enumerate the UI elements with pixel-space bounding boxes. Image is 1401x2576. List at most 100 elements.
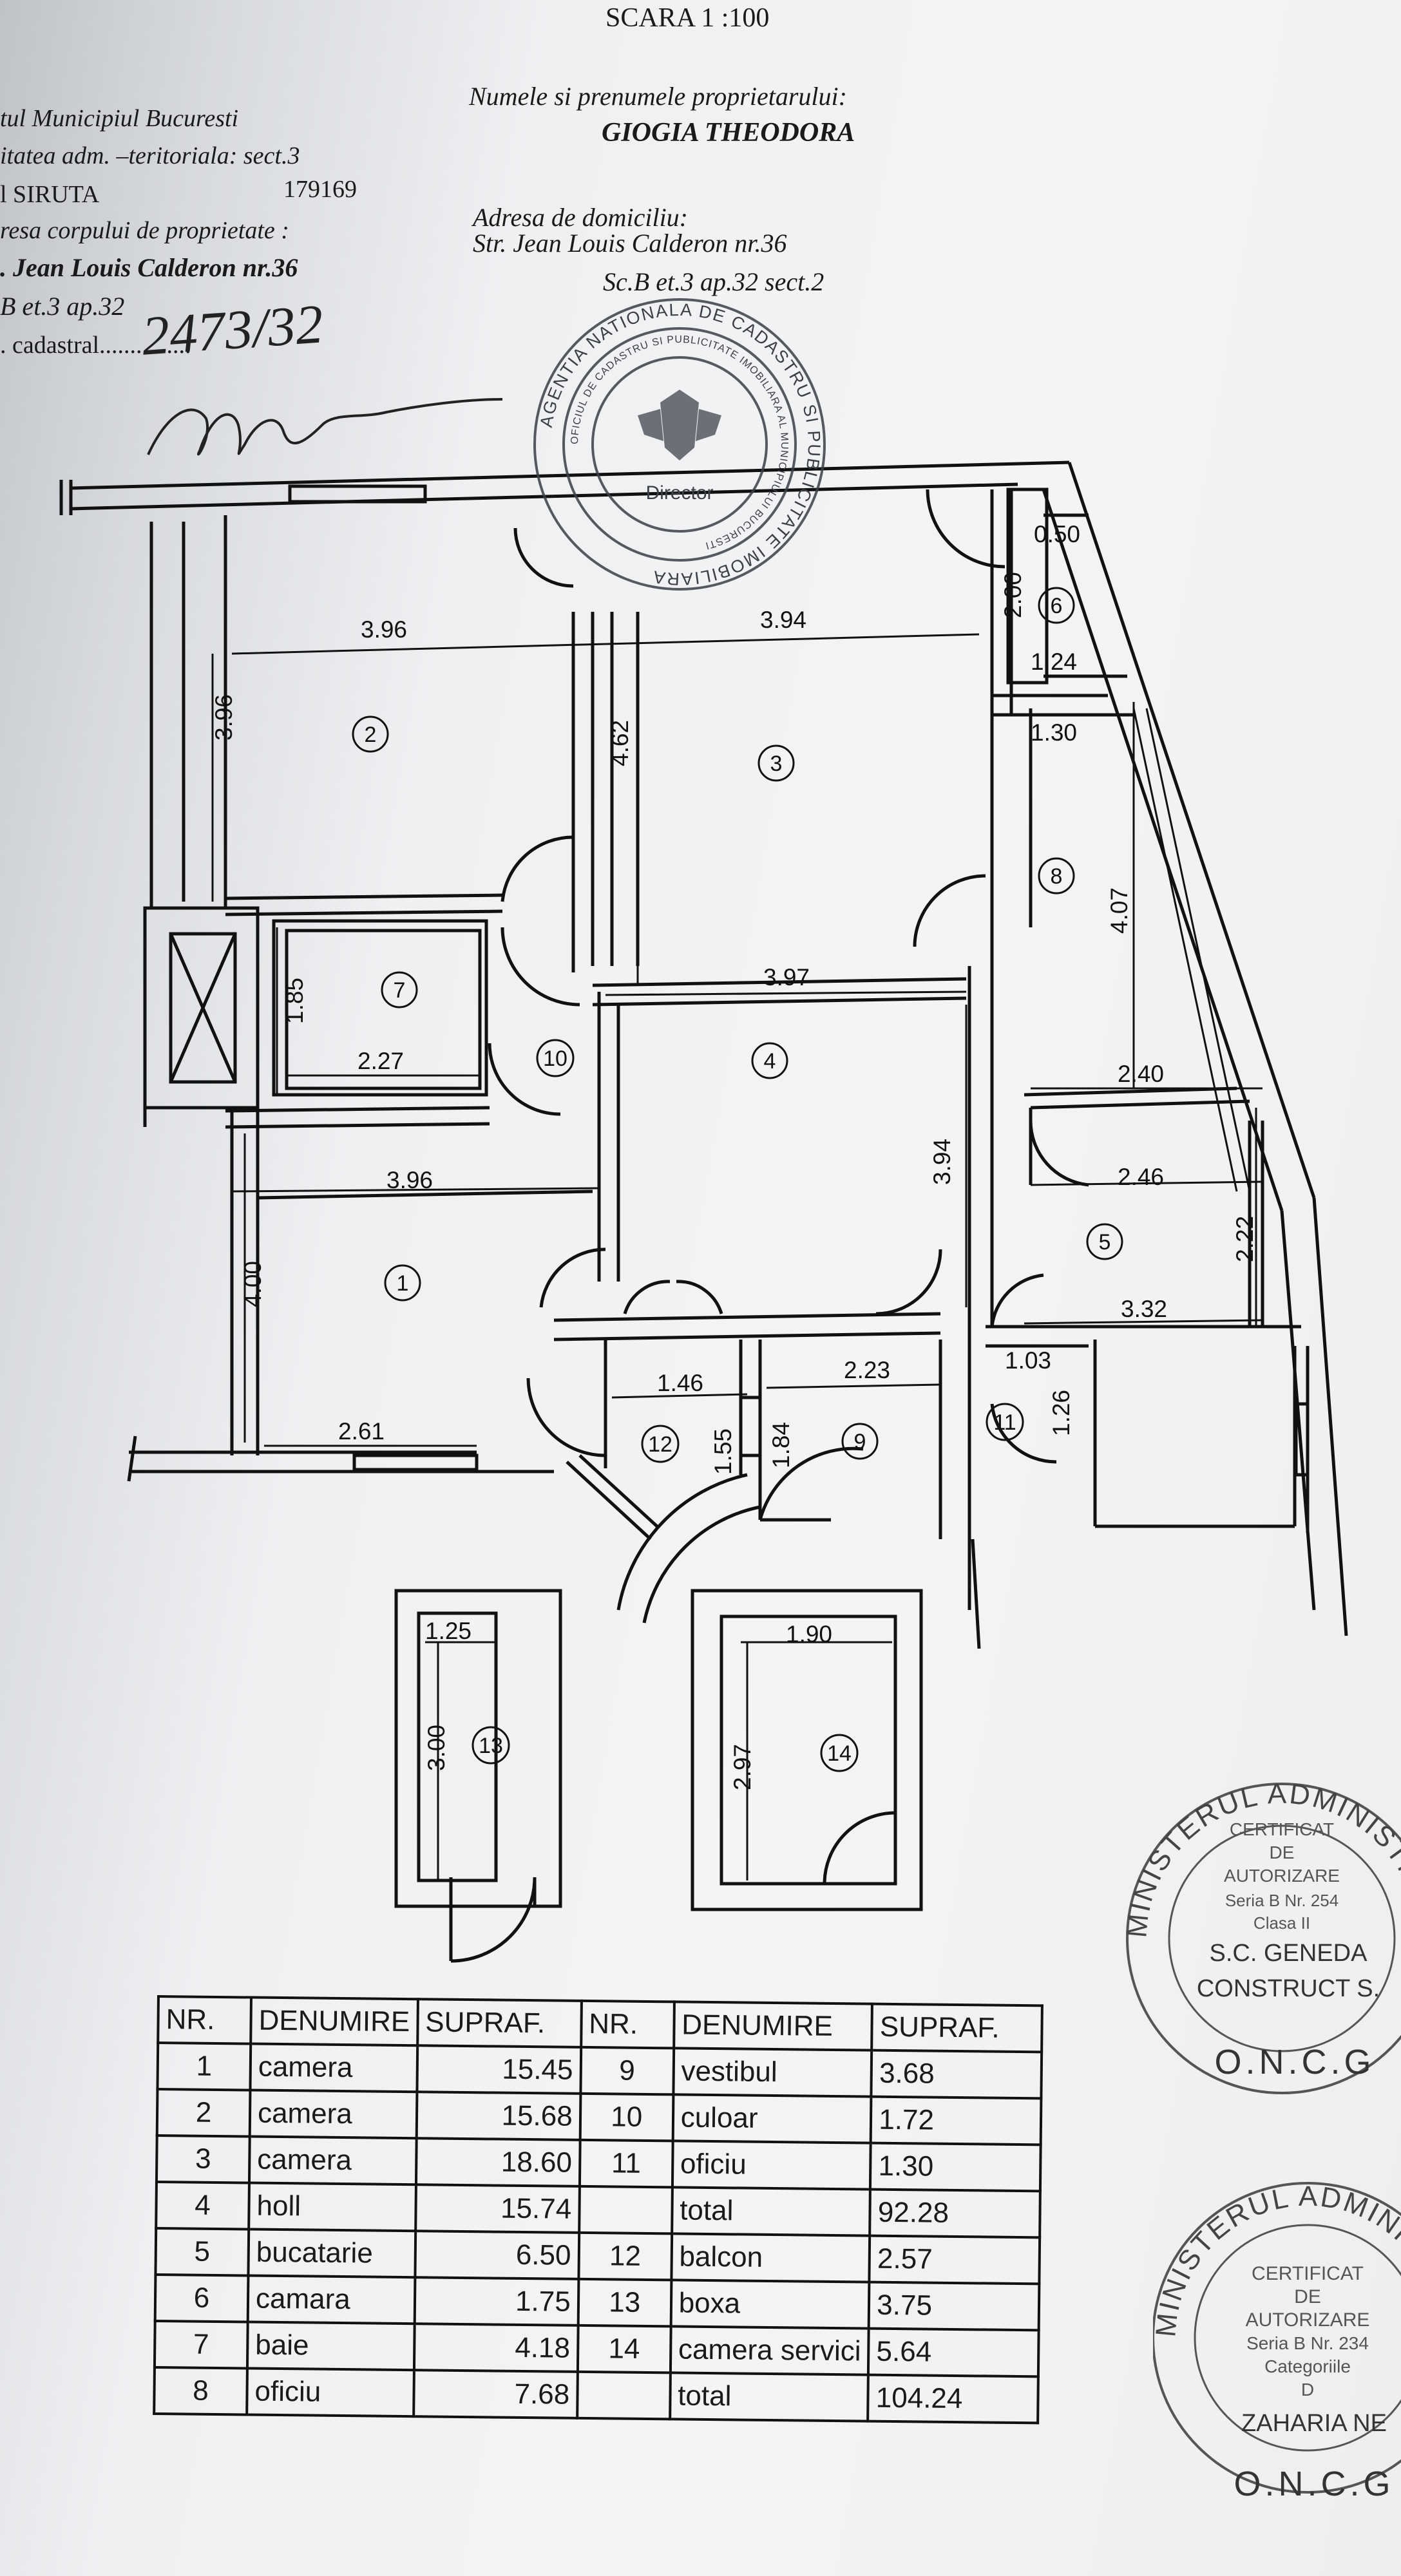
cert2-line-2: DE	[1294, 2286, 1321, 2307]
col-area-1: SUPRAF.	[417, 1999, 582, 2047]
header-left-line-2: itatea adm. –teritoriala: sect.3	[0, 142, 300, 169]
dim-storage14-length: 2.97	[729, 1744, 756, 1790]
address-line-2: Sc.B et.3 ap.32 sect.2	[603, 267, 824, 296]
cell: oficiu	[672, 2141, 871, 2190]
room-marker-6: 6	[1038, 587, 1075, 624]
dim-hall-length: 3.94	[929, 1139, 955, 1185]
area-table: NR. DENUMIRE SUPRAF. NR. DENUMIRE SUPRAF…	[153, 1995, 1044, 2424]
cert2-line-4: Seria B Nr. 234	[1246, 2333, 1369, 2353]
cert1-line-2: DE	[1270, 1842, 1295, 1862]
cell: 15.68	[416, 2092, 581, 2140]
cell: 7.68	[413, 2370, 578, 2418]
cell: 5	[155, 2228, 249, 2276]
header-left-line-3: l SIRUTA	[0, 181, 100, 208]
room-number-7: 7	[394, 978, 406, 1003]
owner-label: Numele si prenumele proprietarului:	[469, 82, 847, 111]
room-marker-12: 12	[641, 1425, 680, 1463]
dim-room8-length: 4.07	[1106, 887, 1132, 934]
room-number-9: 9	[854, 1430, 866, 1454]
room-number-1: 1	[397, 1271, 409, 1296]
dim-balcony-width: 1.46	[657, 1370, 703, 1396]
owner-name: GIOGIA THEODORA	[602, 118, 855, 147]
room-number-13: 13	[479, 1734, 503, 1758]
cert1-line-1: CERTIFICAT	[1230, 1819, 1334, 1839]
dim-room1-width: 3.96	[386, 1167, 433, 1193]
col-nr-1: NR.	[158, 1996, 251, 2044]
dim-room3-width: 3.94	[760, 607, 806, 633]
dim-room7-width: 2.27	[357, 1048, 404, 1074]
cert1-line-8: O.N.C.G	[1214, 2043, 1375, 2081]
cell: total	[669, 2372, 869, 2421]
cell: 10	[580, 2093, 674, 2141]
header-left-line-6: B et.3 ap.32	[0, 292, 125, 321]
ancpi-stamp: AGENTIA NATIONALA DE CADASTRU SI PUBLICI…	[533, 298, 826, 591]
room-number-4: 4	[764, 1049, 776, 1074]
cell: boxa	[671, 2280, 870, 2329]
certificate-stamp-2: MINISTERUL ADMINISTR CERTIFICAT DE AUTOR…	[1153, 2181, 1401, 2503]
cell: 1.30	[870, 2143, 1041, 2192]
room-marker-13: 13	[472, 1726, 510, 1765]
dim-room2-length: 3.96	[211, 694, 237, 741]
dim-vestibule-width: 2.23	[844, 1357, 890, 1383]
cell: 13	[578, 2278, 672, 2327]
signature	[147, 398, 503, 456]
room-marker-4: 4	[751, 1042, 788, 1079]
dim-kitchen-length: 2.22	[1232, 1216, 1258, 1262]
room-number-2: 2	[365, 723, 377, 747]
dim-office11-length: 1.26	[1048, 1390, 1074, 1436]
cell: balcon	[671, 2233, 870, 2282]
room-marker-11: 11	[986, 1403, 1024, 1441]
dim-room8-width: 1.30	[1031, 719, 1077, 746]
cell: 14	[577, 2325, 671, 2373]
room-marker-10: 10	[536, 1039, 575, 1077]
cell: total	[671, 2187, 871, 2236]
cell: bucatarie	[248, 2229, 415, 2278]
cell: 18.60	[415, 2138, 580, 2186]
room-number-11: 11	[993, 1410, 1016, 1435]
col-name-1: DENUMIRE	[251, 1997, 418, 2046]
dim-room1-bottom: 2.61	[338, 1418, 385, 1444]
dim-kitchen-bottom: 3.32	[1121, 1296, 1167, 1322]
col-nr-2: NR.	[580, 2000, 674, 2049]
room-marker-14: 14	[820, 1734, 859, 1772]
room-marker-5: 5	[1086, 1223, 1123, 1260]
cell: 12	[578, 2232, 672, 2280]
cell: 5.64	[868, 2328, 1039, 2377]
dim-vestibule-length: 1.84	[768, 1422, 794, 1468]
cell: camera servici	[670, 2326, 869, 2375]
cert1-line-5: Clasa II	[1253, 1913, 1310, 1933]
room-marker-3: 3	[758, 744, 795, 782]
dim-room3-length: 4.62	[607, 720, 633, 766]
cell: vestibul	[673, 2048, 872, 2097]
room-marker-7: 7	[381, 971, 418, 1009]
cell: 9	[580, 2047, 674, 2095]
cell: oficiu	[247, 2368, 414, 2417]
header-left-line-4: resa corpului de proprietate :	[0, 217, 289, 244]
dim-storage14-width: 1.90	[786, 1621, 832, 1647]
dim-pantry-length: 2.00	[1000, 572, 1026, 618]
cell: 92.28	[870, 2189, 1041, 2238]
cell: 11	[579, 2139, 673, 2188]
table-row: 8 oficiu 7.68 total 104.24	[154, 2367, 1039, 2423]
siruta-code: 179169	[283, 176, 357, 203]
address-line-1: Str. Jean Louis Calderon nr.36	[473, 229, 787, 258]
cell: camera	[249, 2136, 417, 2185]
cell: 8	[154, 2367, 247, 2415]
cell: 6	[155, 2274, 249, 2322]
cert1-line-6: S.C. GENEDA	[1210, 1940, 1368, 1967]
cell	[577, 2371, 671, 2420]
cell: camera	[250, 2043, 417, 2092]
cell: holl	[249, 2183, 416, 2231]
cell: 6.50	[415, 2231, 579, 2279]
dim-pantry-width: 1.24	[1031, 649, 1077, 675]
dim-storage13-width: 1.25	[425, 1618, 472, 1644]
cell: 104.24	[868, 2374, 1039, 2423]
header-left-line-1: tul Municipiul Bucuresti	[0, 105, 239, 132]
cert2-line-7: ZAHARIA NE	[1241, 2410, 1387, 2437]
coat-of-arms-icon	[638, 390, 721, 460]
scale-label: SCARA 1 :100	[605, 3, 770, 33]
cell: camera	[249, 2090, 417, 2139]
cell: culoar	[672, 2094, 872, 2143]
col-area-2: SUPRAF.	[872, 2003, 1043, 2052]
